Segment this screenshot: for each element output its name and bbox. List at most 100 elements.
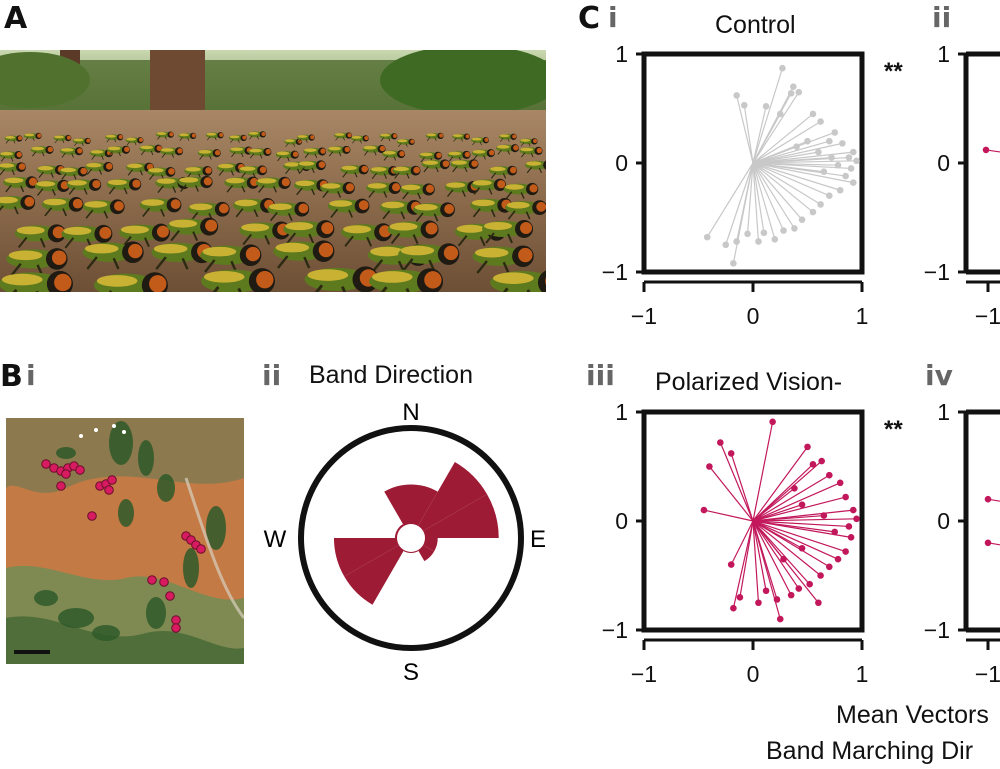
polarized-vector-line [703,509,754,522]
sampling-site-point [147,575,157,585]
rose-wedge [333,538,411,577]
locust-figure [303,147,327,159]
polarized-adjacent-ytick-label: 0 [937,508,950,534]
locust-figure [53,134,72,144]
panel-c-iv-label: iv [925,359,953,392]
sampling-site-point [41,459,51,469]
polarized-xtick-label: 0 [747,661,760,687]
locust-figure [0,270,73,292]
polarized-vector-point [736,594,744,601]
locust-figure [0,151,23,162]
polarized-vector-point [806,580,813,588]
locust-figure [471,137,489,146]
polarized-vector-point [847,534,855,541]
control-vector-line [752,162,854,184]
control-vector-point [793,143,800,150]
polarized-vector-point [780,555,787,563]
x-axis-label-line1: Mean Vectors [836,701,989,729]
control-adjacent-vector-point [982,146,990,154]
panel-b-i-label: i [26,359,36,392]
polarized-vector-line [708,466,754,522]
control-vector-line [752,162,841,191]
locust-figure [201,268,275,292]
locust-figure [248,147,272,159]
locust-figure [327,198,370,218]
locust-figure [369,268,444,292]
locust-figure [0,195,36,215]
control-vector-point [817,118,824,125]
satellite-map [6,418,244,664]
polarized-vector-point [849,506,857,514]
control-vector-point [771,236,779,243]
locust-figure [283,220,335,244]
compass-n-label: N [402,399,419,426]
locust-figure [498,133,517,142]
polarized-vector-line [730,520,754,565]
locust-figure [205,132,224,141]
locust-figure [89,149,113,160]
locust-figure [490,270,546,292]
locust-figure [0,162,26,176]
compass-w-label: W [264,526,287,553]
control-xtick-label: −1 [631,303,657,329]
sampling-site-point [165,591,175,601]
locust-figure [482,219,534,244]
panel-c-iii-title: Polarized Vision- [655,368,843,396]
locust-figure [496,144,519,155]
control-vector-point [853,157,860,165]
control-ytick-label: −1 [602,259,628,285]
locust-figure [362,145,386,156]
polarized-vector-line [752,487,795,522]
locust-figure [147,166,176,180]
polarized-vector-line [752,520,811,585]
locust-figure [472,245,534,274]
polarized-vector-line [752,504,803,522]
control-vector-line [752,162,795,229]
panel-b-letter: B [0,359,23,394]
polarized-vector-line [752,520,792,596]
polarized-vector-point [842,493,849,501]
control-adjacent-ytick-label: −1 [924,259,950,285]
control-vector-point [779,64,786,72]
rose-wedge [411,462,487,538]
polarized-vector-line [719,442,754,522]
control-vector-line [752,121,821,164]
control-vector-point [849,179,857,186]
polarized-vector-point [817,572,824,579]
control-vector-point [836,186,844,194]
control-adjacent-ytick-label: 0 [937,150,950,176]
control-vector-point [762,103,770,110]
control-vector-line [746,162,754,234]
control-vector-line [752,162,839,166]
polarized-vector-line [752,518,857,522]
locust-figure [82,199,125,219]
polarized-vector-line [752,421,774,522]
control-vector-point [839,140,846,147]
sampling-site-point [171,615,181,625]
control-vector-line [752,162,776,240]
control-vector-point [842,172,849,180]
control-vector-point [809,110,817,118]
polarized-vector-point [727,450,735,457]
panel-c-iii-significance: ** [884,416,903,443]
control-ytick-label: 1 [615,41,628,67]
control-vector-point [831,129,839,136]
satellite-map-svg [6,418,244,664]
polarized-vector-line [752,520,784,560]
polarized-vector-line [752,520,835,533]
polarized-vector-line [752,520,800,589]
control-vector-line [725,162,754,245]
rose-wedge [411,494,499,538]
locust-figure [275,150,299,162]
polarized-vector-line [739,520,754,598]
control-xtick-label: 1 [856,303,869,329]
polarized-vector-point [776,615,784,623]
control-vector-line [752,146,797,164]
locust-figure [178,132,197,141]
control-vector-point [834,161,842,169]
locust-figure [452,133,470,142]
control-xtick-label: 0 [747,303,760,329]
sampling-site-point [159,577,169,587]
control-vector-point [791,225,798,232]
locust-figure [471,178,507,195]
